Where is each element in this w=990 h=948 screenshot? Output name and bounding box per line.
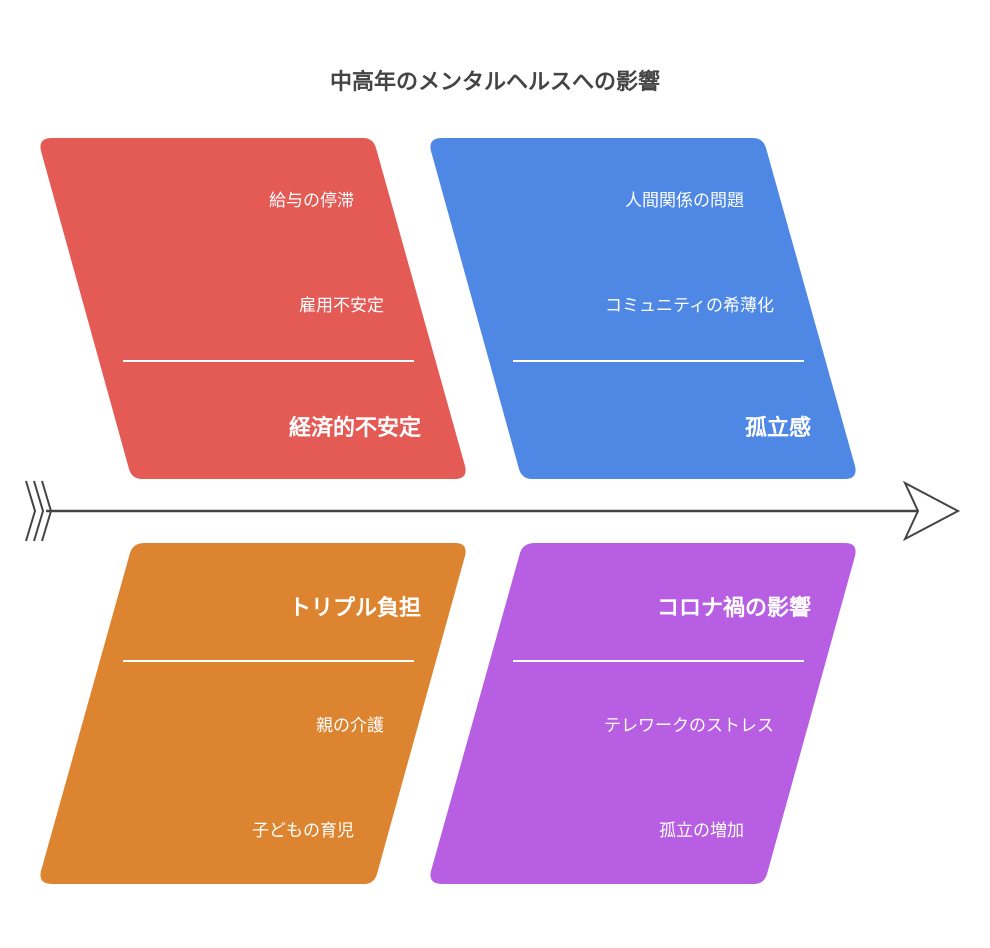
cause-item: 孤立の増加 [659, 821, 744, 841]
category-label: トリプル負担 [288, 596, 421, 621]
cause-item: 給与の停滞 [269, 191, 354, 211]
category-label: 孤立感 [744, 416, 811, 441]
category-label: 経済的不安定 [288, 416, 421, 441]
cause-item: 子どもの育児 [252, 821, 354, 841]
category-box-isolation [430, 138, 856, 479]
category-box-corona [430, 543, 856, 884]
cause-item: 人間関係の問題 [625, 191, 744, 211]
category-box-triple [40, 543, 466, 884]
arrow-head-icon [902, 480, 961, 542]
cause-item: 雇用不安定 [299, 296, 384, 316]
diagram-title: 中高年のメンタルヘルスへの影響 [329, 70, 660, 95]
tail-chevron-icon [25, 480, 53, 542]
category-label: コロナ禍の影響 [656, 596, 811, 621]
cause-item: テレワークのストレス [604, 716, 774, 736]
cause-item: コミュニティの希薄化 [605, 296, 774, 316]
category-box-economic [40, 138, 466, 479]
cause-item: 親の介護 [316, 716, 384, 736]
